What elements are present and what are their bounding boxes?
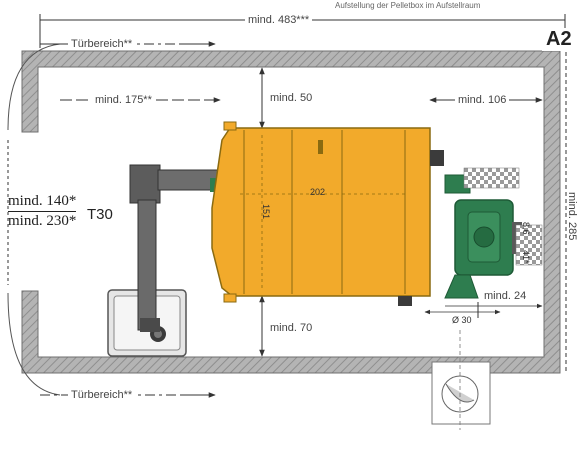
top-clearance-label: mind. 50: [270, 92, 313, 104]
left-clearance-label: mind. 175**: [92, 94, 155, 106]
burner-offset-label: mind. 24: [484, 290, 527, 302]
boiler-width-label: 202: [310, 187, 326, 197]
door-area-top-label: Türbereich**: [68, 38, 136, 50]
door-area-bottom-label: Türbereich**: [68, 389, 136, 401]
burner-diameter-label: Ø 30: [452, 315, 472, 325]
burner-small-label-2: 41*: [521, 250, 531, 264]
service-area: [463, 167, 543, 266]
flue-pipe: [431, 330, 491, 430]
depth-label: mind. 285: [566, 192, 578, 241]
header-text: Aufstellung der Pelletbox im Aufstellrau…: [335, 1, 481, 10]
door-opening-min-140: mind. 140*: [8, 193, 77, 212]
right-clearance-label: mind. 106: [455, 94, 510, 106]
bottom-clearance-label: mind. 70: [270, 322, 313, 334]
door-opening-min-230: mind. 230*: [8, 213, 77, 229]
section-badge: A2: [542, 28, 576, 51]
burner-offset-dimension: [424, 302, 543, 318]
burner: [444, 174, 522, 299]
burner-small-label-1: 8,6: [521, 222, 531, 235]
total-width-label: mind. 483***: [245, 14, 313, 26]
door-opening-fraction: mind. 140* mind. 230*: [8, 193, 77, 230]
boiler-height-label: 151: [261, 204, 271, 220]
boiler: [211, 121, 444, 306]
room-walls: [21, 50, 561, 374]
fire-rating-label: T30: [87, 206, 113, 223]
